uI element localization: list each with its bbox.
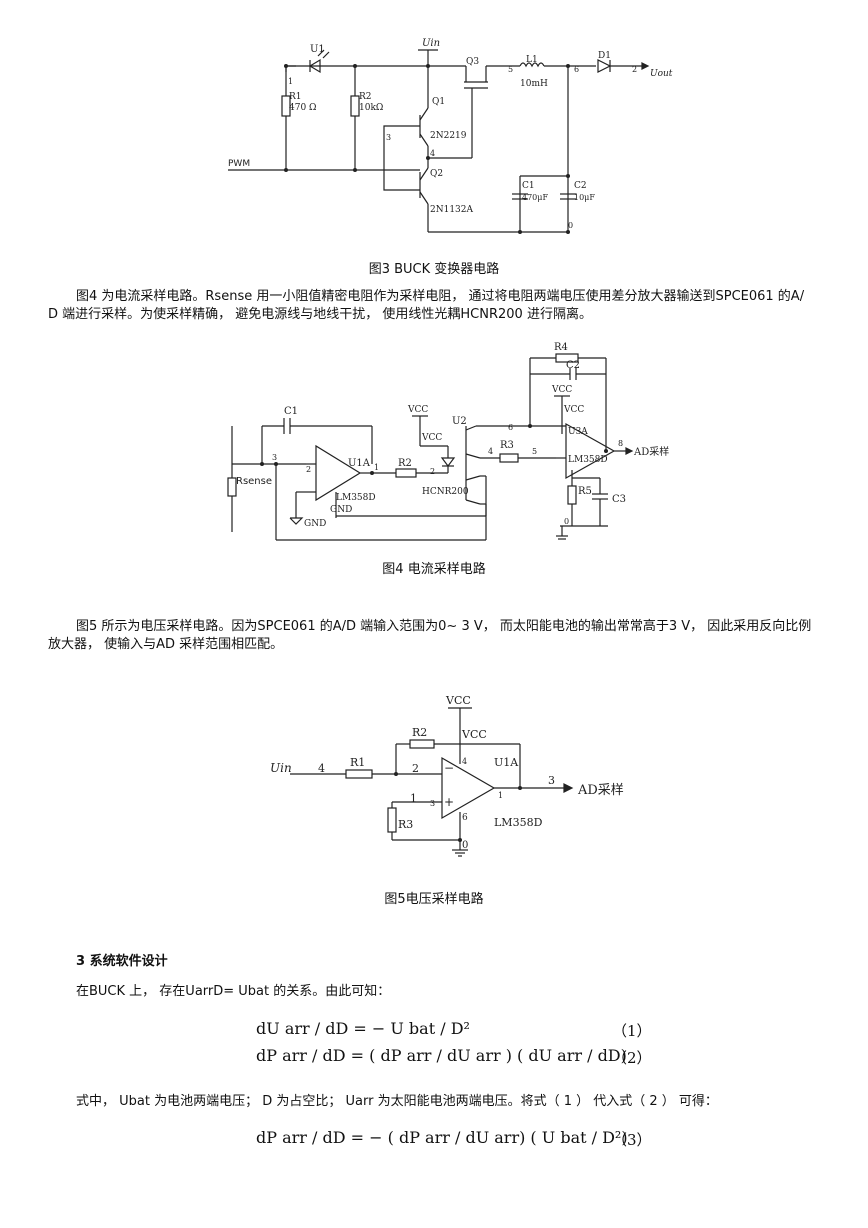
- label-r5: R5: [578, 486, 592, 497]
- label-rsense: Rsense: [236, 476, 272, 487]
- section-intro: 在BUCK 上， 存在UarrD= Ubat 的关系。由此可知：: [76, 984, 391, 999]
- paragraph-fig5-intro-text: 图5 所示为电压采样电路。因为SPCE061 的A/D 端输入范围为0~ 3 V…: [48, 619, 812, 652]
- figure-3-buck-circuit: U1 R1 470 Ω R2 10kΩ Uin Q1 2N2219 Q2 2N1…: [228, 38, 673, 234]
- label-lm358d: LM358D: [494, 816, 543, 829]
- label-r4: R4: [554, 342, 568, 353]
- label-vcc-top: VCC: [445, 694, 471, 707]
- node-3: 3: [272, 453, 277, 462]
- paragraph-fig4-intro-text: 图4 为电流采样电路。Rsense 用一小阻值精密电阻作为采样电阻， 通过将电阻…: [48, 289, 805, 322]
- label-q3: Q3: [466, 57, 479, 67]
- label-r3: R3: [398, 818, 413, 831]
- figure-3-caption: 图3 BUCK 变换器电路: [368, 262, 500, 277]
- label-q2-part: 2N1132A: [430, 205, 474, 215]
- figure-4-caption: 图4 电流采样电路: [382, 562, 486, 577]
- label-uin: Uin: [270, 761, 292, 775]
- label-ad-sampling: AD采样: [577, 783, 624, 798]
- label-ad-sampling: AD采样: [633, 445, 669, 458]
- paragraph-fig4-intro: 图4 为电流采样电路。Rsense 用一小阻值精密电阻作为采样电阻， 通过将电阻…: [48, 288, 818, 324]
- node-6: 6: [508, 423, 513, 432]
- label-u2: U2: [452, 416, 467, 427]
- paragraph-fig5-intro: 图5 所示为电压采样电路。因为SPCE061 的A/D 端输入范围为0~ 3 V…: [48, 618, 818, 654]
- label-r2: R2: [359, 92, 372, 102]
- equation-2: dP arr / dD = ( dP arr / dU arr ) ( dU a…: [256, 1046, 627, 1065]
- label-u3a: U3A: [568, 427, 588, 437]
- label-gnd: GND: [304, 519, 326, 529]
- label-c2-value: 10μF: [574, 193, 595, 202]
- label-l1-value: 10mH: [520, 79, 548, 89]
- node-2: 2: [412, 762, 419, 775]
- equation-1-number: （1）: [612, 1022, 652, 1040]
- label-lm358d-u1: LM358D: [336, 493, 376, 503]
- label-q1-part: 2N2219: [430, 131, 467, 141]
- label-r1: R1: [350, 756, 365, 769]
- figure-5-voltage-sampling-circuit: VCC R2 VCC U1A Uin R1 R3 AD采样 LM358D 4 2…: [270, 694, 624, 857]
- pin-4: 4: [462, 757, 467, 766]
- label-q1: Q1: [432, 97, 445, 107]
- label-c2: C2: [574, 181, 587, 191]
- figure-5-caption: 图5电压采样电路: [384, 892, 484, 907]
- section-explanation: 式中， Ubat 为电池两端电压； D 为占空比； Uarr 为太阳能电池两端电…: [76, 1094, 718, 1109]
- label-r2-value: 10kΩ: [359, 103, 383, 113]
- equation-3: dP arr / dD = − ( dP arr / dU arr) ( U b…: [256, 1128, 628, 1147]
- label-u1: U1: [310, 44, 325, 55]
- label-gnd-u1: GND: [330, 505, 352, 515]
- label-vcc-u3: VCC: [563, 405, 584, 415]
- node-0: 0: [462, 840, 468, 851]
- label-q2: Q2: [430, 169, 443, 179]
- label-vcc-u3-top: VCC: [551, 385, 572, 395]
- figure-4-current-sampling-circuit: R4 C2 VCC VCC C1 VCC VCC U2 U3A U1A R2 R…: [227, 342, 669, 541]
- label-u1a: U1A: [494, 756, 519, 769]
- label-vcc-u2: VCC: [407, 405, 428, 415]
- node-4: 4: [430, 149, 435, 158]
- node-1: 1: [410, 792, 417, 805]
- label-l1: L1: [526, 55, 538, 65]
- node-5: 5: [508, 65, 513, 74]
- label-c1: C1: [522, 181, 535, 191]
- label-u1a: U1A: [348, 458, 371, 469]
- label-vcc: VCC: [461, 728, 487, 741]
- node-0: 0: [564, 517, 569, 526]
- label-c1-value: 470μF: [522, 193, 548, 202]
- node-3: 3: [386, 133, 391, 142]
- equation-2-number: （2）: [612, 1049, 652, 1067]
- label-r2: R2: [412, 726, 427, 739]
- node-2b: 2: [430, 467, 435, 476]
- node-3: 3: [548, 774, 555, 787]
- minus-sign: −: [444, 761, 454, 775]
- label-c3: C3: [612, 494, 626, 505]
- label-vcc-u1: VCC: [421, 433, 442, 443]
- label-c1: C1: [284, 406, 298, 417]
- node-2: 2: [306, 465, 311, 474]
- label-uout: Uout: [650, 69, 673, 79]
- label-pwm: PWM: [228, 159, 250, 169]
- label-hcnr200: HCNR200: [422, 487, 469, 497]
- label-r2: R2: [398, 458, 412, 469]
- label-d1: D1: [598, 51, 611, 61]
- label-r1-value: 470 Ω: [289, 103, 317, 113]
- node-4: 4: [488, 447, 493, 456]
- node-1: 1: [374, 463, 379, 472]
- label-uin: Uin: [422, 38, 440, 49]
- pin-1: 1: [498, 791, 503, 800]
- equation-1: dU arr / dD = − U bat / D²: [256, 1019, 470, 1038]
- section-heading: 3 系统软件设计: [76, 954, 168, 969]
- plus-sign: +: [444, 795, 454, 809]
- node-2: 2: [632, 65, 637, 74]
- equation-3-number: （3）: [612, 1131, 652, 1149]
- label-lm358d-u3: LM358D: [568, 455, 608, 465]
- label-r1: R1: [289, 92, 302, 102]
- node-0: 0: [568, 221, 573, 230]
- label-c2: C2: [566, 360, 580, 371]
- node-5: 5: [532, 447, 537, 456]
- node-1: 1: [288, 77, 293, 86]
- node-4: 4: [318, 762, 325, 775]
- pin-6: 6: [462, 813, 468, 823]
- label-r3: R3: [500, 440, 514, 451]
- node-8: 8: [618, 439, 623, 448]
- pin-3: 3: [430, 799, 435, 808]
- node-6: 6: [574, 65, 579, 74]
